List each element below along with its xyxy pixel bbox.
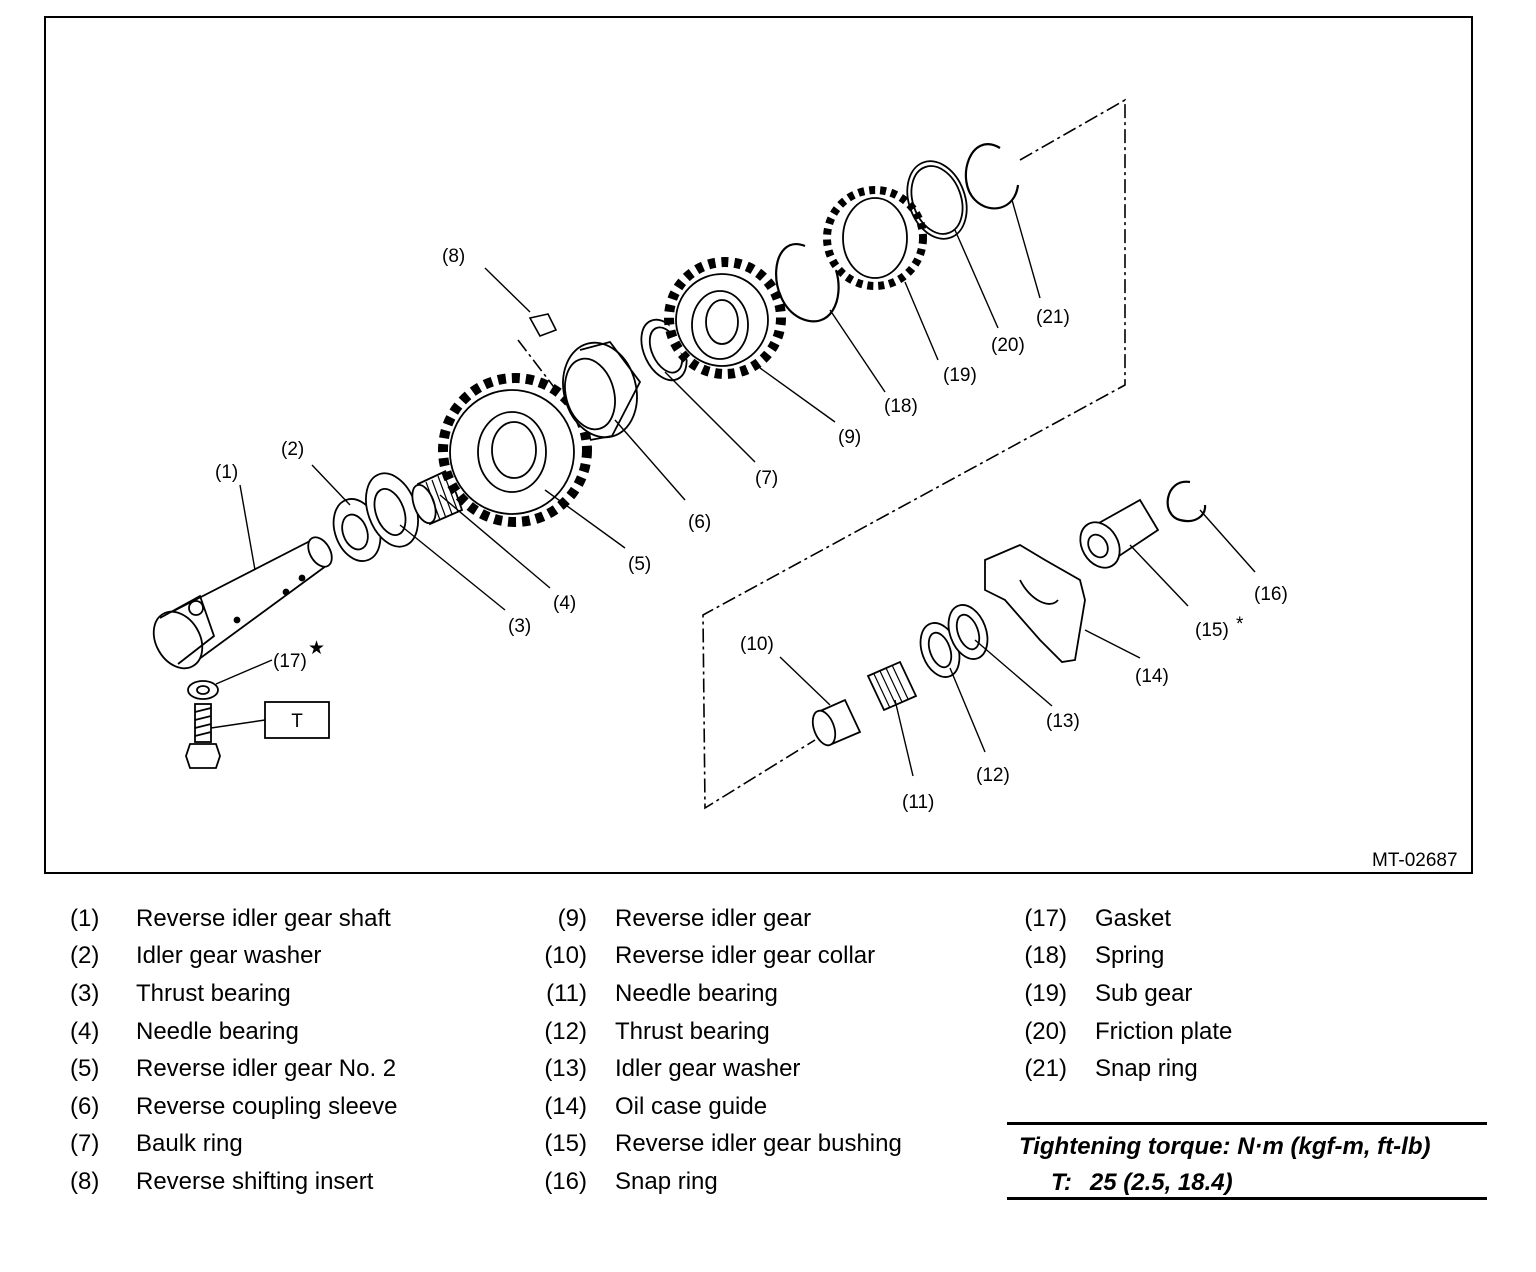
legend-item: (11)Needle bearing: [546, 979, 778, 1007]
legend-item: (21)Snap ring: [1024, 1055, 1198, 1083]
callout-12: (12): [976, 765, 1010, 786]
legend-item: (9)Reverse idler gear: [557, 904, 812, 932]
needle-bearing-4: [411, 468, 464, 526]
callout-21: (21): [1036, 307, 1070, 328]
oil-case-guide: [984, 543, 1086, 663]
exploded-view-diagram: T ★: [44, 16, 1473, 874]
reverse-idler-gear-bushing: [1079, 498, 1160, 569]
snap-ring-21: [964, 143, 1020, 210]
callout-10: (10): [740, 634, 774, 655]
torque-value: 25 (2.5, 18.4): [1089, 1169, 1233, 1196]
callout-3: (3): [508, 616, 531, 637]
callout-18: (18): [884, 396, 918, 417]
legend-item: (14)Oil case guide: [544, 1092, 768, 1120]
callout-11: (11): [902, 792, 934, 813]
legend-item: (8)Reverse shifting insert: [70, 1167, 374, 1195]
torque-spec: T: 25 (2.5, 18.4): [1051, 1169, 1233, 1197]
figure-id: MT-02687: [1372, 850, 1458, 871]
legend-column-3: (17)Gasket (18)Spring (19)Sub gear (20)F…: [1023, 900, 1232, 1088]
friction-plate: [906, 160, 968, 240]
callout-13: (13): [1046, 711, 1080, 732]
idler-gear-washer-13: [947, 604, 989, 660]
callout-2: (2): [281, 439, 304, 460]
spring: [775, 243, 840, 323]
callout-19: (19): [943, 365, 977, 386]
reverse-idler-gear-shaft: [152, 536, 333, 670]
callout-16: (16): [1254, 584, 1288, 605]
callout-9: (9): [838, 427, 861, 448]
callout-4: (4): [553, 593, 576, 614]
callout-1: (1): [215, 462, 238, 483]
legend-item: (3)Thrust bearing: [70, 979, 291, 1007]
reverse-shifting-insert: [528, 313, 558, 337]
bolt: [185, 703, 221, 769]
torque-label: T:: [1051, 1169, 1072, 1196]
legend-item: (5)Reverse idler gear No. 2: [70, 1055, 397, 1083]
callout-labels: (1) (2) (3) (4) (5) (6) (7) (8) (9) (10)…: [215, 246, 1458, 871]
svg-text:T: T: [291, 711, 303, 732]
callout-5: (5): [628, 554, 651, 575]
legend-column-2: (9)Reverse idler gear (10)Reverse idler …: [543, 900, 902, 1201]
legend-item: (20)Friction plate: [1024, 1017, 1233, 1045]
reverse-idler-gear: [664, 257, 786, 379]
legend-item: (10)Reverse idler gear collar: [544, 942, 876, 970]
callout-20: (20): [991, 335, 1025, 356]
legend-item: (16)Snap ring: [544, 1167, 718, 1195]
legend-item: (18)Spring: [1024, 942, 1165, 970]
legend-item: (7)Baulk ring: [70, 1130, 243, 1158]
torque-title: Tightening torque: N·m (kgf-m, ft-lb): [1019, 1133, 1431, 1160]
star-mark: ★: [308, 638, 325, 659]
callout-8: (8): [442, 246, 465, 267]
callout-14: (14): [1135, 666, 1169, 687]
callout-7: (7): [755, 468, 778, 489]
needle-bearing-11: [866, 660, 918, 712]
tightening-torque-box: Tightening torque: N·m (kgf-m, ft-lb) T:…: [1007, 1122, 1487, 1200]
leader-lines: [210, 199, 1256, 777]
legend-item: (17)Gasket: [1024, 904, 1172, 932]
figure-frame: [44, 16, 1473, 874]
assembly-outline: [517, 98, 1126, 810]
legend-column-1: (1)Reverse idler gear shaft (2)Idler gea…: [70, 900, 397, 1201]
snap-ring-16: [1166, 480, 1207, 523]
legend-item: (12)Thrust bearing: [544, 1017, 770, 1045]
callout-17: (17): [273, 651, 307, 672]
callout-6: (6): [688, 512, 711, 533]
callout-15: (15): [1195, 620, 1229, 641]
gasket: [187, 680, 219, 700]
legend-item: (4)Needle bearing: [70, 1017, 299, 1045]
torque-reference-box: T: [264, 701, 330, 739]
legend-item: (15)Reverse idler gear bushing: [544, 1130, 902, 1158]
legend-item: (6)Reverse coupling sleeve: [70, 1092, 398, 1120]
sub-gear: [823, 186, 927, 290]
reverse-coupling-sleeve: [562, 340, 642, 441]
legend-item: (19)Sub gear: [1024, 979, 1193, 1007]
legend-item: (2)Idler gear washer: [70, 942, 322, 970]
reverse-idler-gear-collar: [811, 698, 862, 747]
legend-item: (1)Reverse idler gear shaft: [70, 904, 391, 932]
reverse-idler-gear-no2: [438, 373, 592, 527]
legend-item: (13)Idler gear washer: [544, 1055, 801, 1083]
asterisk-mark: *: [1236, 614, 1244, 635]
